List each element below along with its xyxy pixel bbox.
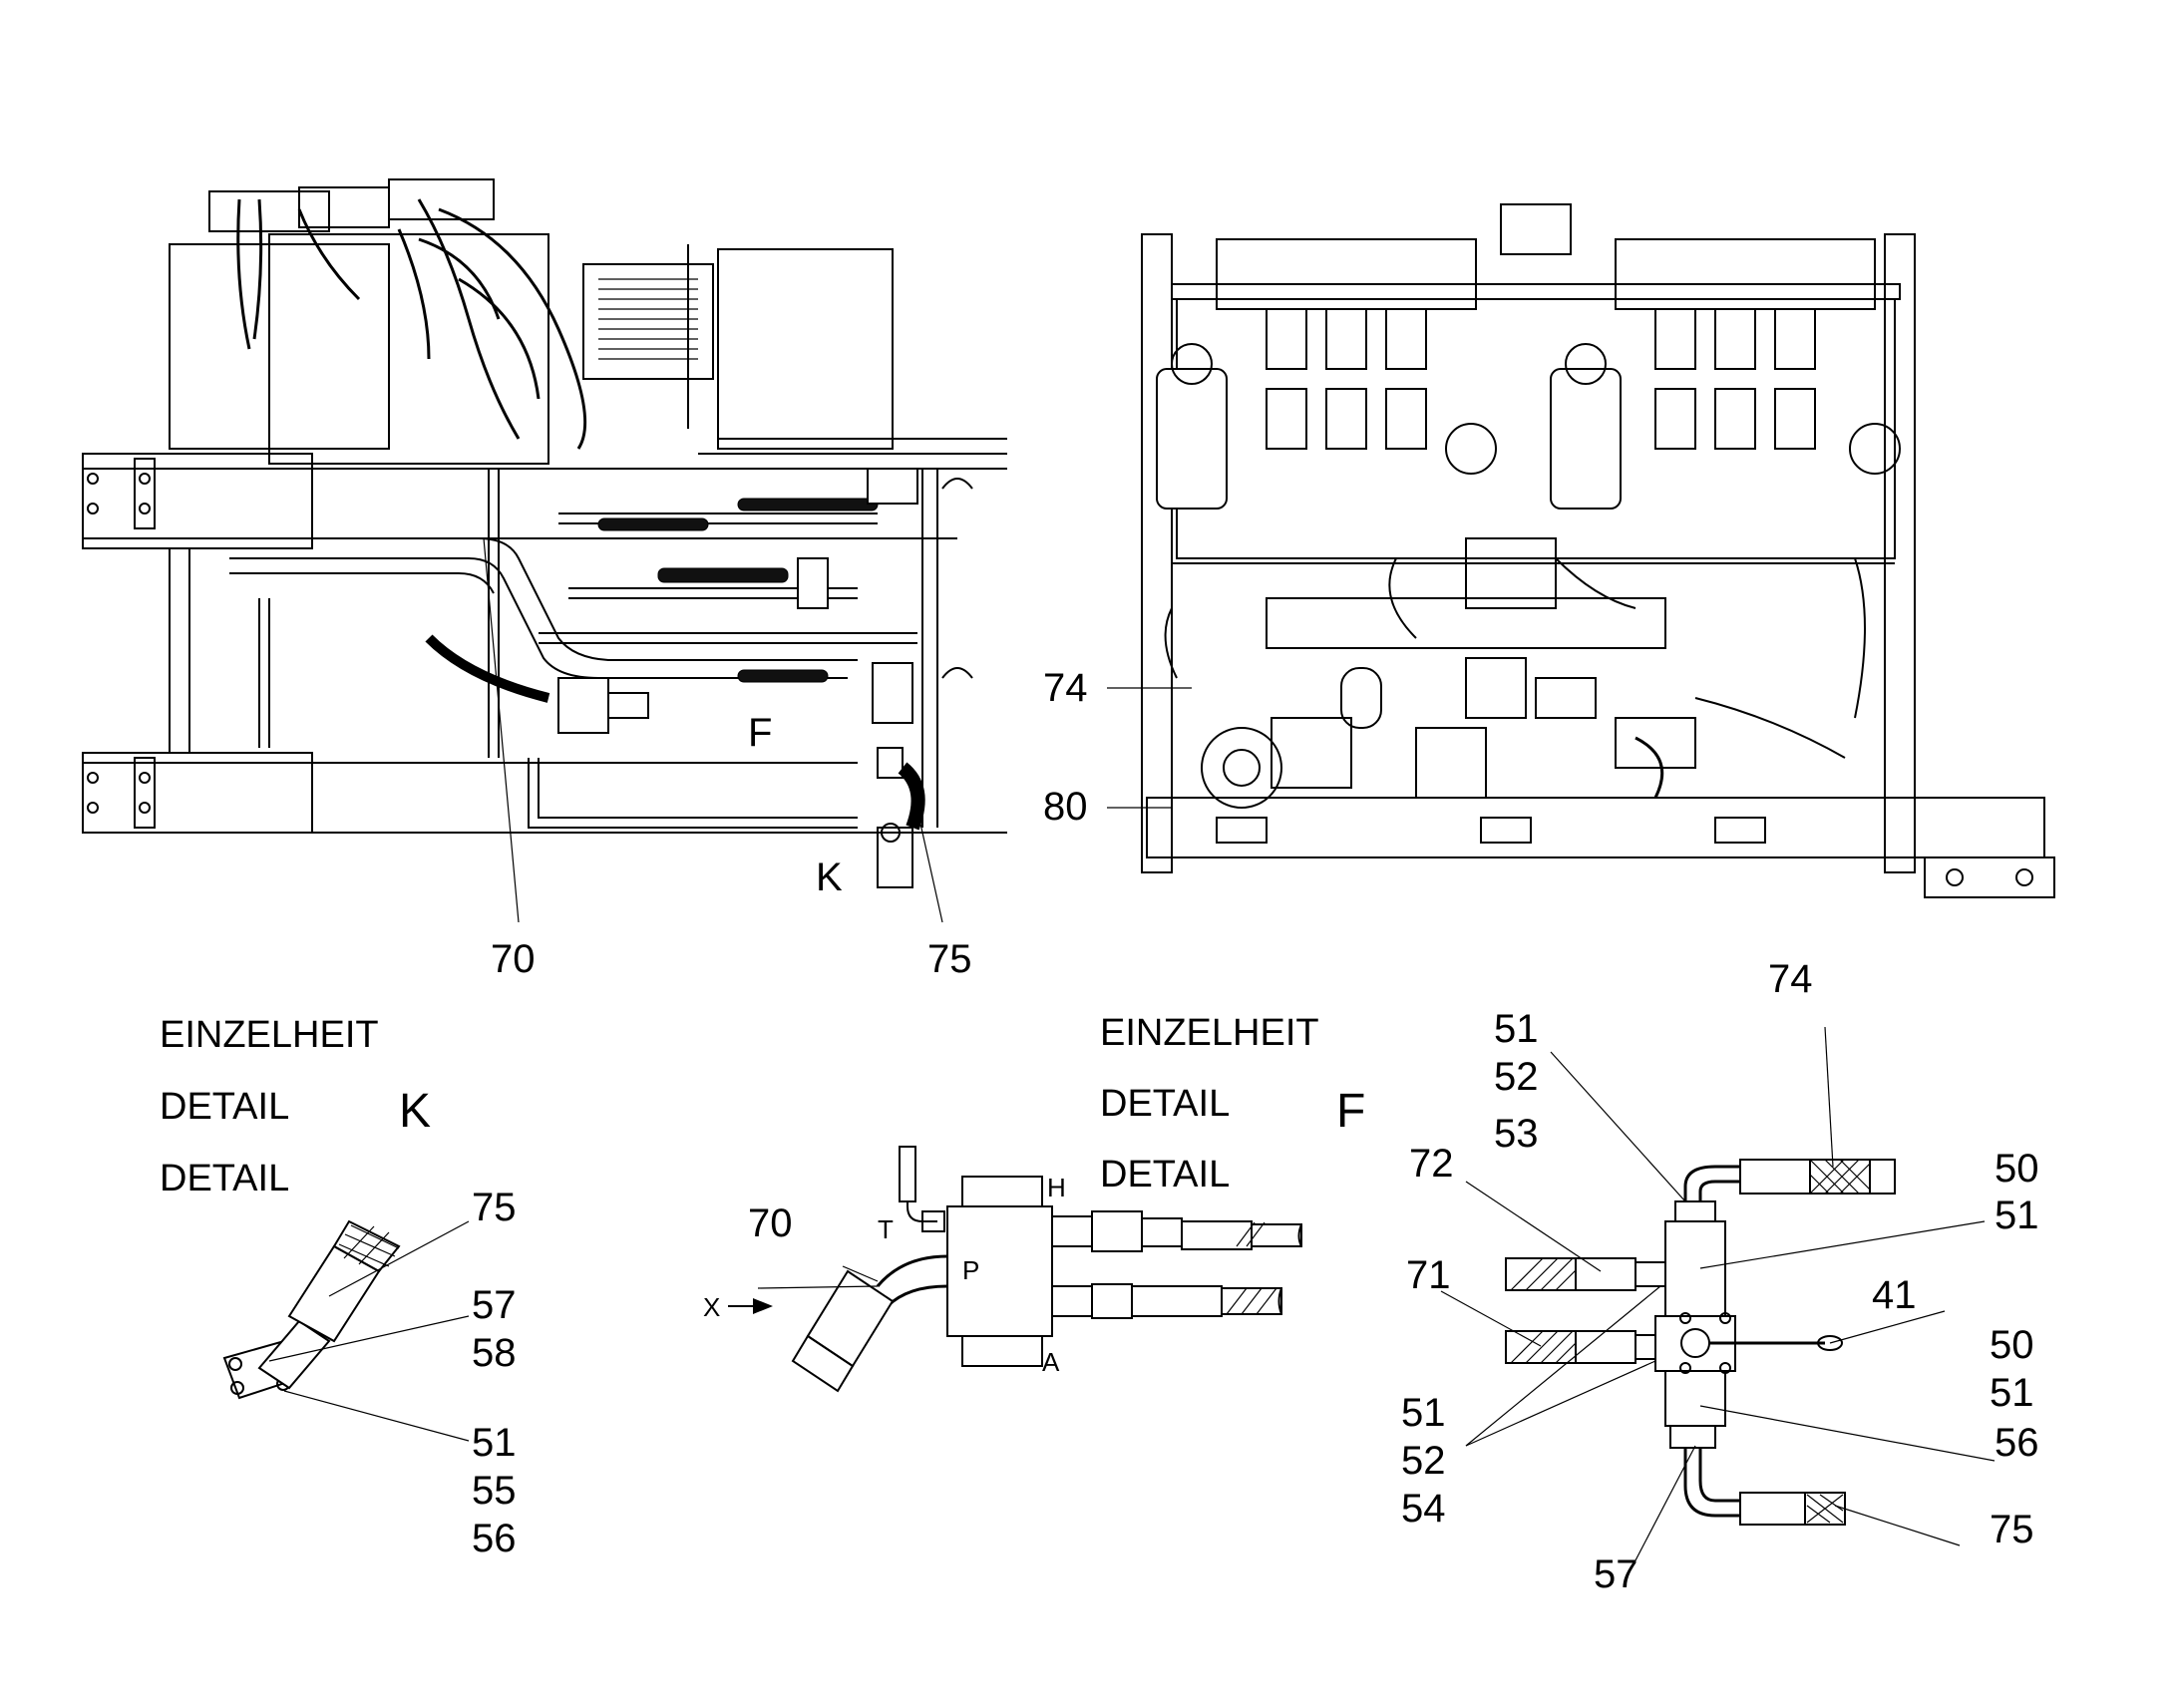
callout-70: 70 — [491, 937, 536, 981]
detail-k-title-en: DETAIL — [160, 1086, 289, 1128]
detail-f-callout-74: 74 — [1768, 957, 1813, 1001]
detail-f-title-fr: DETAIL — [1100, 1154, 1230, 1196]
callout-75: 75 — [927, 937, 972, 981]
view-label-k: K — [816, 855, 843, 899]
right-front-view: 74 80 — [1043, 203, 2055, 898]
detail-k-callout-51: 51 — [472, 1421, 517, 1465]
detail-f-letter: F — [1336, 1085, 1365, 1138]
detail-f-callout-50-b: 50 — [1990, 1323, 2034, 1367]
detail-f-title-en: DETAIL — [1100, 1083, 1230, 1125]
detail-f-title-de: EINZELHEIT — [1100, 1012, 1319, 1054]
detail-f-callout-53: 53 — [1494, 1112, 1539, 1156]
callout-80: 80 — [1043, 785, 1088, 829]
detail-k-callout-56: 56 — [472, 1517, 517, 1560]
detail-f-callout-51-c: 51 — [1401, 1391, 1446, 1435]
detail-f-callout-50-a: 50 — [1995, 1147, 2039, 1191]
left-side-view: F K 70 75 — [82, 178, 1007, 981]
detail-k: EINZELHEIT DETAIL DETAIL K 75 57 58 51 5… — [160, 1014, 517, 1560]
middle-valve: 70 T H P A X — [703, 1146, 1302, 1393]
port-p-label: P — [962, 1255, 979, 1285]
detail-k-letter: K — [399, 1085, 431, 1138]
detail-k-callout-57: 57 — [472, 1283, 517, 1327]
detail-f-callout-52-c: 52 — [1401, 1439, 1446, 1483]
detail-k-callout-58: 58 — [472, 1331, 517, 1375]
detail-f-callout-75: 75 — [1990, 1508, 2034, 1551]
detail-f-callout-72: 72 — [1409, 1142, 1454, 1186]
detail-f-callout-54: 54 — [1401, 1487, 1446, 1531]
view-label-f: F — [748, 711, 772, 755]
detail-f-callout-51-a: 51 — [1995, 1194, 2039, 1237]
detail-f-callout-51-b: 51 — [1990, 1371, 2034, 1415]
detail-f-callout-52-top: 52 — [1494, 1055, 1539, 1099]
callout-74: 74 — [1043, 666, 1088, 710]
detail-k-callout-75: 75 — [472, 1186, 517, 1229]
detail-f-callout-71: 71 — [1406, 1253, 1451, 1297]
detail-k-title-de: EINZELHEIT — [160, 1014, 379, 1056]
detail-f-callout-56: 56 — [1995, 1421, 2039, 1465]
detail-k-title-fr: DETAIL — [160, 1158, 289, 1199]
detail-f-callout-57: 57 — [1594, 1552, 1638, 1596]
port-t-label: T — [878, 1214, 894, 1244]
port-h-label: H — [1047, 1173, 1066, 1202]
detail-f-callout-41: 41 — [1872, 1273, 1917, 1317]
middle-callout-70: 70 — [748, 1201, 793, 1245]
arrow-x-label: X — [703, 1292, 720, 1322]
detail-k-callout-55: 55 — [472, 1469, 517, 1513]
port-a-label: A — [1042, 1347, 1060, 1377]
detail-f-callout-51-top: 51 — [1494, 1007, 1539, 1051]
detail-f: EINZELHEIT DETAIL DETAIL F — [1100, 957, 2039, 1596]
